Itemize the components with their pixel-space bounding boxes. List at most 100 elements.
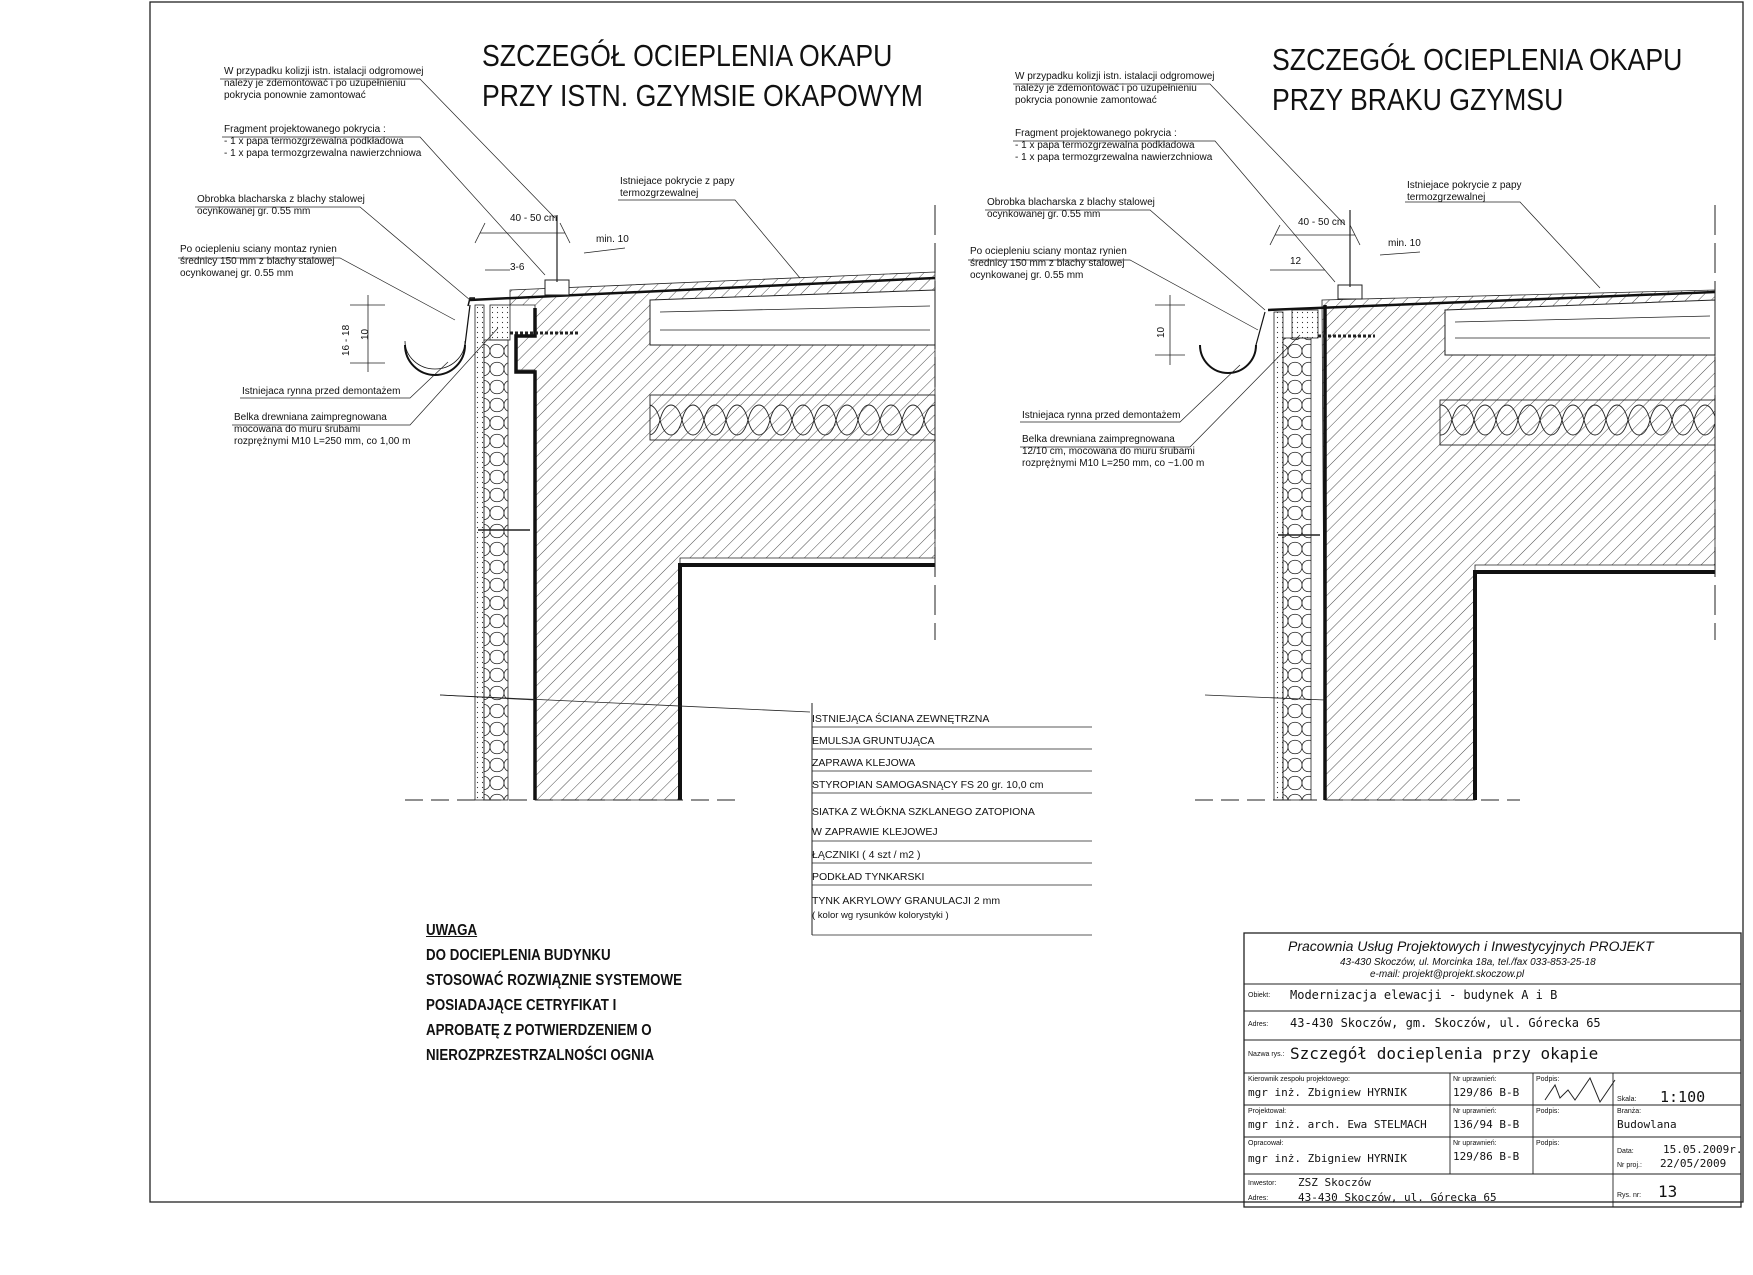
right-roof-cover [1267, 290, 1716, 312]
right-note3-line: Istniejace pokrycie z papy [1407, 180, 1522, 191]
right-gutter [1199, 344, 1257, 374]
left-note2-line: - 1 x papa termozgrzewalna podkładowa [224, 136, 404, 147]
left-inner-wall-edge [678, 563, 935, 800]
left-render [474, 304, 485, 801]
tb-rys-label: Rys. nr: [1617, 1192, 1642, 1199]
right-note4: Obrobka blacharska z blachy stalowej ocy… [987, 197, 1155, 221]
tb-inwestor-label: Inwestor: [1248, 1180, 1277, 1187]
tb-adres2: 43-430 Skoczów, ul. Górecka 65 [1298, 1191, 1497, 1204]
uwaga-note: UWAGA DO DOCIEPLENIA BUDYNKU STOSOWAĆ RO… [426, 918, 682, 1068]
tb-podpis-label: Podpis: [1536, 1108, 1560, 1115]
tb-obiekt: Modernizacja elewacji - budynek A i B [1290, 988, 1558, 1002]
left-note7-line: mocowana do muru śrubami [234, 424, 361, 435]
layer-label: ( kolor wg rysunków kolorystyki ) [812, 910, 949, 921]
left-note5-line: ocynkowanej gr. 0.55 mm [180, 268, 294, 279]
right-note4-line: ocynkowanej gr. 0.55 mm [987, 209, 1101, 220]
right-detail [968, 83, 1716, 801]
layer-label: ISTNIEJĄCA ŚCIANA ZEWNĘTRZNA [812, 713, 990, 725]
tb-branza-label: Branża: [1617, 1108, 1642, 1115]
right-wall-hatch [1321, 289, 1716, 801]
right-note7-line: Belka drewniana zaimpregnowana [1022, 434, 1175, 445]
tb-nrproj: 22/05/2009 [1660, 1157, 1727, 1170]
right-mineral-wool [1439, 399, 1716, 446]
right-inner-wall-edge [1473, 570, 1715, 800]
layer-label: ŁĄCZNIKI ( 4 szt / m2 ) [812, 849, 921, 861]
right-note1-line: należy je zdemontować i po uzupełnieniu [1015, 83, 1197, 94]
sheet-border [149, 1, 1744, 1203]
tb-upr2: 136/94 B-B [1453, 1118, 1520, 1131]
layer-label: EMULSJA GRUNTUJĄCA [812, 735, 935, 747]
right-beam [1291, 309, 1319, 339]
layer-label: PODKŁAD TYNKARSKI [812, 871, 925, 883]
right-title-line2: PRZY BRAKU GZYMSU [1272, 82, 1564, 117]
tb-proj-label: Projektował: [1248, 1108, 1287, 1115]
left-note5: Po ociepleniu sciany montaz rynien średn… [180, 244, 337, 280]
layer-label: STYROPIAN SAMOGASNĄCY FS 20 gr. 10,0 cm [812, 779, 1044, 791]
right-render [1273, 311, 1284, 801]
left-note1-line: należy je zdemontować i po uzupełnieniu [224, 78, 406, 89]
left-note1-line: W przypadku kolizji istn. istalacji odgr… [224, 66, 424, 77]
right-title-line1: SZCZEGÓŁ OCIEPLENIA OKAPU [1272, 42, 1683, 77]
tb-proj: mgr inż. arch. Ewa STELMACH [1248, 1118, 1427, 1131]
tb-obiekt-label: Obiekt: [1248, 992, 1271, 999]
right-note5: Po ociepleniu sciany montaz rynien średn… [970, 246, 1127, 282]
left-slab [649, 289, 936, 346]
uwaga-line: DO DOCIEPLENIA BUDYNKU [426, 947, 611, 964]
left-note1: W przypadku kolizji istn. istalacji odgr… [224, 66, 424, 102]
right-note2-line: Fragment projektowanego pokrycia : [1015, 128, 1177, 139]
tb-kier: mgr inż. Zbigniew HYRNIK [1248, 1086, 1407, 1099]
tb-kier-label: Kierownik zespołu projektowego: [1248, 1076, 1350, 1083]
left-note2-line: Fragment projektowanego pokrycia : [224, 124, 386, 135]
tb-podpis-label: Podpis: [1536, 1140, 1560, 1147]
tb-address: 43-430 Skoczów, ul. Morcinka 18a, tel./f… [1340, 957, 1596, 968]
right-note7: Belka drewniana zaimpregnowana 12/10 cm,… [1022, 434, 1204, 470]
left-detail [178, 78, 936, 801]
signature [1544, 1076, 1616, 1104]
tb-opr-label: Opracował: [1248, 1140, 1284, 1147]
right-upstand [1337, 284, 1363, 300]
right-dim-min: min. 10 [1388, 238, 1421, 249]
left-beam [489, 304, 511, 341]
tb-nrproj-label: Nr proj.: [1617, 1162, 1642, 1169]
left-note3-line: Istniejace pokrycie z papy [620, 176, 735, 187]
tb-rys: 13 [1658, 1182, 1678, 1201]
layer-label: ZAPRAWA KLEJOWA [812, 757, 916, 769]
left-insulation [483, 339, 509, 801]
tb-upr-label: Nr uprawnień: [1453, 1076, 1497, 1083]
layer-legend-lines [439, 694, 1092, 936]
left-dim-gutter-height: 16 - 18 [341, 324, 352, 356]
left-title-line1: SZCZEGÓŁ OCIEPLENIA OKAPU [482, 38, 893, 73]
layer-label: TYNK AKRYLOWY GRANULACJI 2 mm [812, 895, 1001, 907]
layer-label: SIATKA Z WŁÓKNA SZKLANEGO ZATOPIONA [812, 806, 1035, 818]
left-wall-black-line [514, 308, 537, 800]
right-note3-line: termozgrzewalnej [1407, 192, 1486, 203]
layer-label: W ZAPRAWIE KLEJOWEJ [812, 826, 938, 838]
left-note3: Istniejace pokrycie z papy termozgrzewal… [620, 176, 735, 200]
tb-skala: 1:100 [1660, 1088, 1706, 1106]
tb-inwestor: ZSZ Skoczów [1298, 1176, 1371, 1189]
tb-podpis-label: Podpis: [1536, 1076, 1560, 1083]
tb-data: 15.05.2009r. [1663, 1143, 1743, 1156]
tb-data-label: Data: [1617, 1148, 1634, 1155]
right-note7-line: 12/10 cm, mocowana do muru śrubami [1022, 446, 1195, 457]
tb-adres-label: Adres: [1248, 1021, 1269, 1028]
left-roof-cover [469, 276, 936, 302]
right-note1-line: W przypadku kolizji istn. istalacji odgr… [1015, 71, 1215, 82]
tb-skala-label: Skala: [1617, 1096, 1637, 1103]
title-block-frame [1243, 932, 1742, 1208]
left-note4: Obrobka blacharska z blachy stalowej ocy… [197, 194, 365, 218]
left-upstand [544, 279, 570, 296]
right-note6: Istniejaca rynna przed demontażem [1022, 410, 1181, 421]
tb-firm: Pracownia Usług Projektowych i Inwestycy… [1288, 938, 1654, 954]
right-note2-line: - 1 x papa termozgrzewalna podkładowa [1015, 140, 1195, 151]
left-note5-line: średnicy 150 mm z blachy stalowej [180, 256, 335, 267]
left-note6: Istniejaca rynna przed demontażem [242, 386, 401, 397]
uwaga-line: APROBATĘ Z POTWIERDZENIEM O [426, 1022, 652, 1039]
right-note2: Fragment projektowanego pokrycia : - 1 x… [1015, 128, 1212, 164]
right-dim-gutter-depth: 10 [1156, 326, 1167, 338]
uwaga-heading: UWAGA [426, 922, 478, 939]
tb-upr-label: Nr uprawnień: [1453, 1140, 1497, 1147]
tb-opr: mgr inż. Zbigniew HYRNIK [1248, 1152, 1407, 1165]
uwaga-line: NIEROZPRZESTRZALNOŚCI OGNIA [426, 1047, 655, 1064]
tb-upr3: 129/86 B-B [1453, 1150, 1520, 1163]
